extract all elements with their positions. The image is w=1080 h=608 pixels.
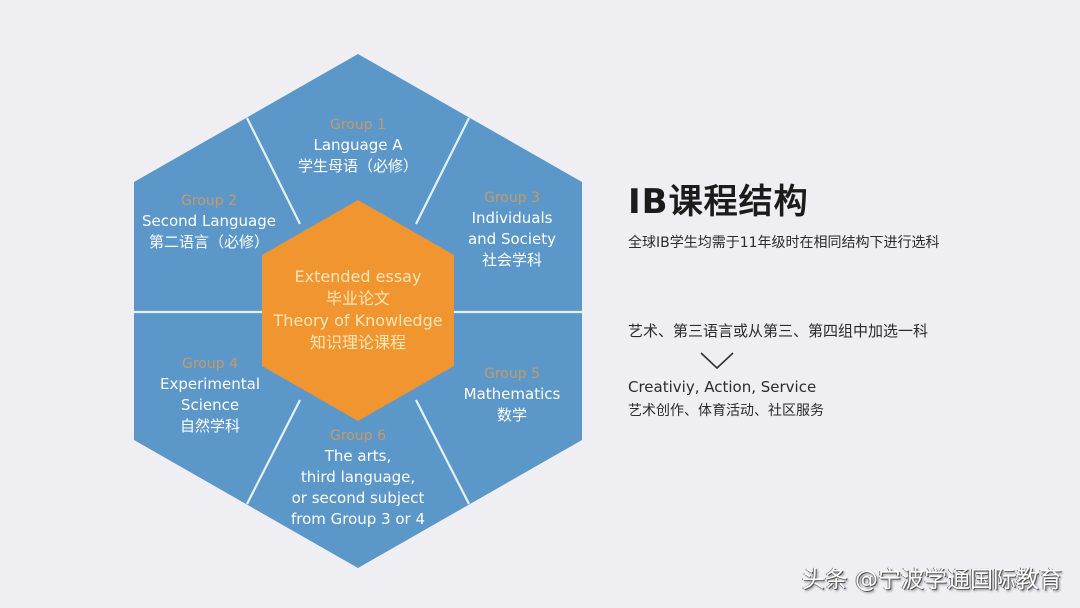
cas-chinese: 艺术创作、体育活动、社区服务 [628,403,824,419]
segment-line: Experimental [159,375,261,393]
subtitle: 全球IB学生均需于11年级时在相同结构下进行选科 [628,235,940,251]
group-label: Group 3 [484,190,540,206]
inner-hexagon [262,200,454,421]
segment-group-5: Group 5 Mathematics 数学 [464,364,561,426]
segment-line: and Society [467,230,557,248]
segment-group-1: Group 1 Language A 学生母语（必修） [298,115,418,177]
segment-group-3: Group 3 Individuals and Society 社会学科 [468,188,556,271]
page-title: IB课程结构 [628,182,809,222]
segment-line: 社会学科 [481,251,542,269]
core-line: 知识理论课程 [309,333,407,352]
group-label: Group 5 [484,366,540,382]
segment-line: The arts, [324,447,392,465]
segment-line: 数学 [496,406,528,424]
core-components: Extended essay 毕业论文 Theory of Knowledge … [273,266,442,354]
chevron-down-icon [700,352,734,370]
elective-note: 艺术、第三语言或从第三、第四组中加选一科 [628,322,929,340]
watermark: 头条 @宁波学通国际教育 [801,567,1062,593]
segment-line: 第二语言（必修） [148,233,269,251]
core-line: 毕业论文 [325,289,391,308]
segment-line: Individuals [471,209,553,227]
group-label: Group 2 [181,193,237,209]
segment-dividers [134,117,582,505]
segment-line: Science [180,396,240,414]
segment-line: third language, [300,468,416,486]
core-line: Extended essay [294,267,422,286]
segment-line: from Group 3 or 4 [290,510,426,528]
cas-english: Creativiy, Action, Service [628,378,817,396]
segment-group-4: Group 4 Experimental Science 自然学科 [160,354,260,437]
segment-line: or second subject [291,489,425,507]
segment-line: Language A [313,136,403,154]
group-label: Group 6 [330,428,386,444]
group-label: Group 4 [182,356,238,372]
segment-group-6: Group 6 The arts, third language, or sec… [291,426,425,530]
segment-line: Mathematics [463,385,561,403]
segment-group-2: Group 2 Second Language 第二语言（必修） [142,191,276,253]
core-line: Theory of Knowledge [273,311,443,330]
segment-line: Second Language [142,212,276,230]
segment-line: 学生母语（必修） [297,157,419,175]
group-label: Group 1 [330,117,386,133]
segment-line: 自然学科 [179,417,240,435]
